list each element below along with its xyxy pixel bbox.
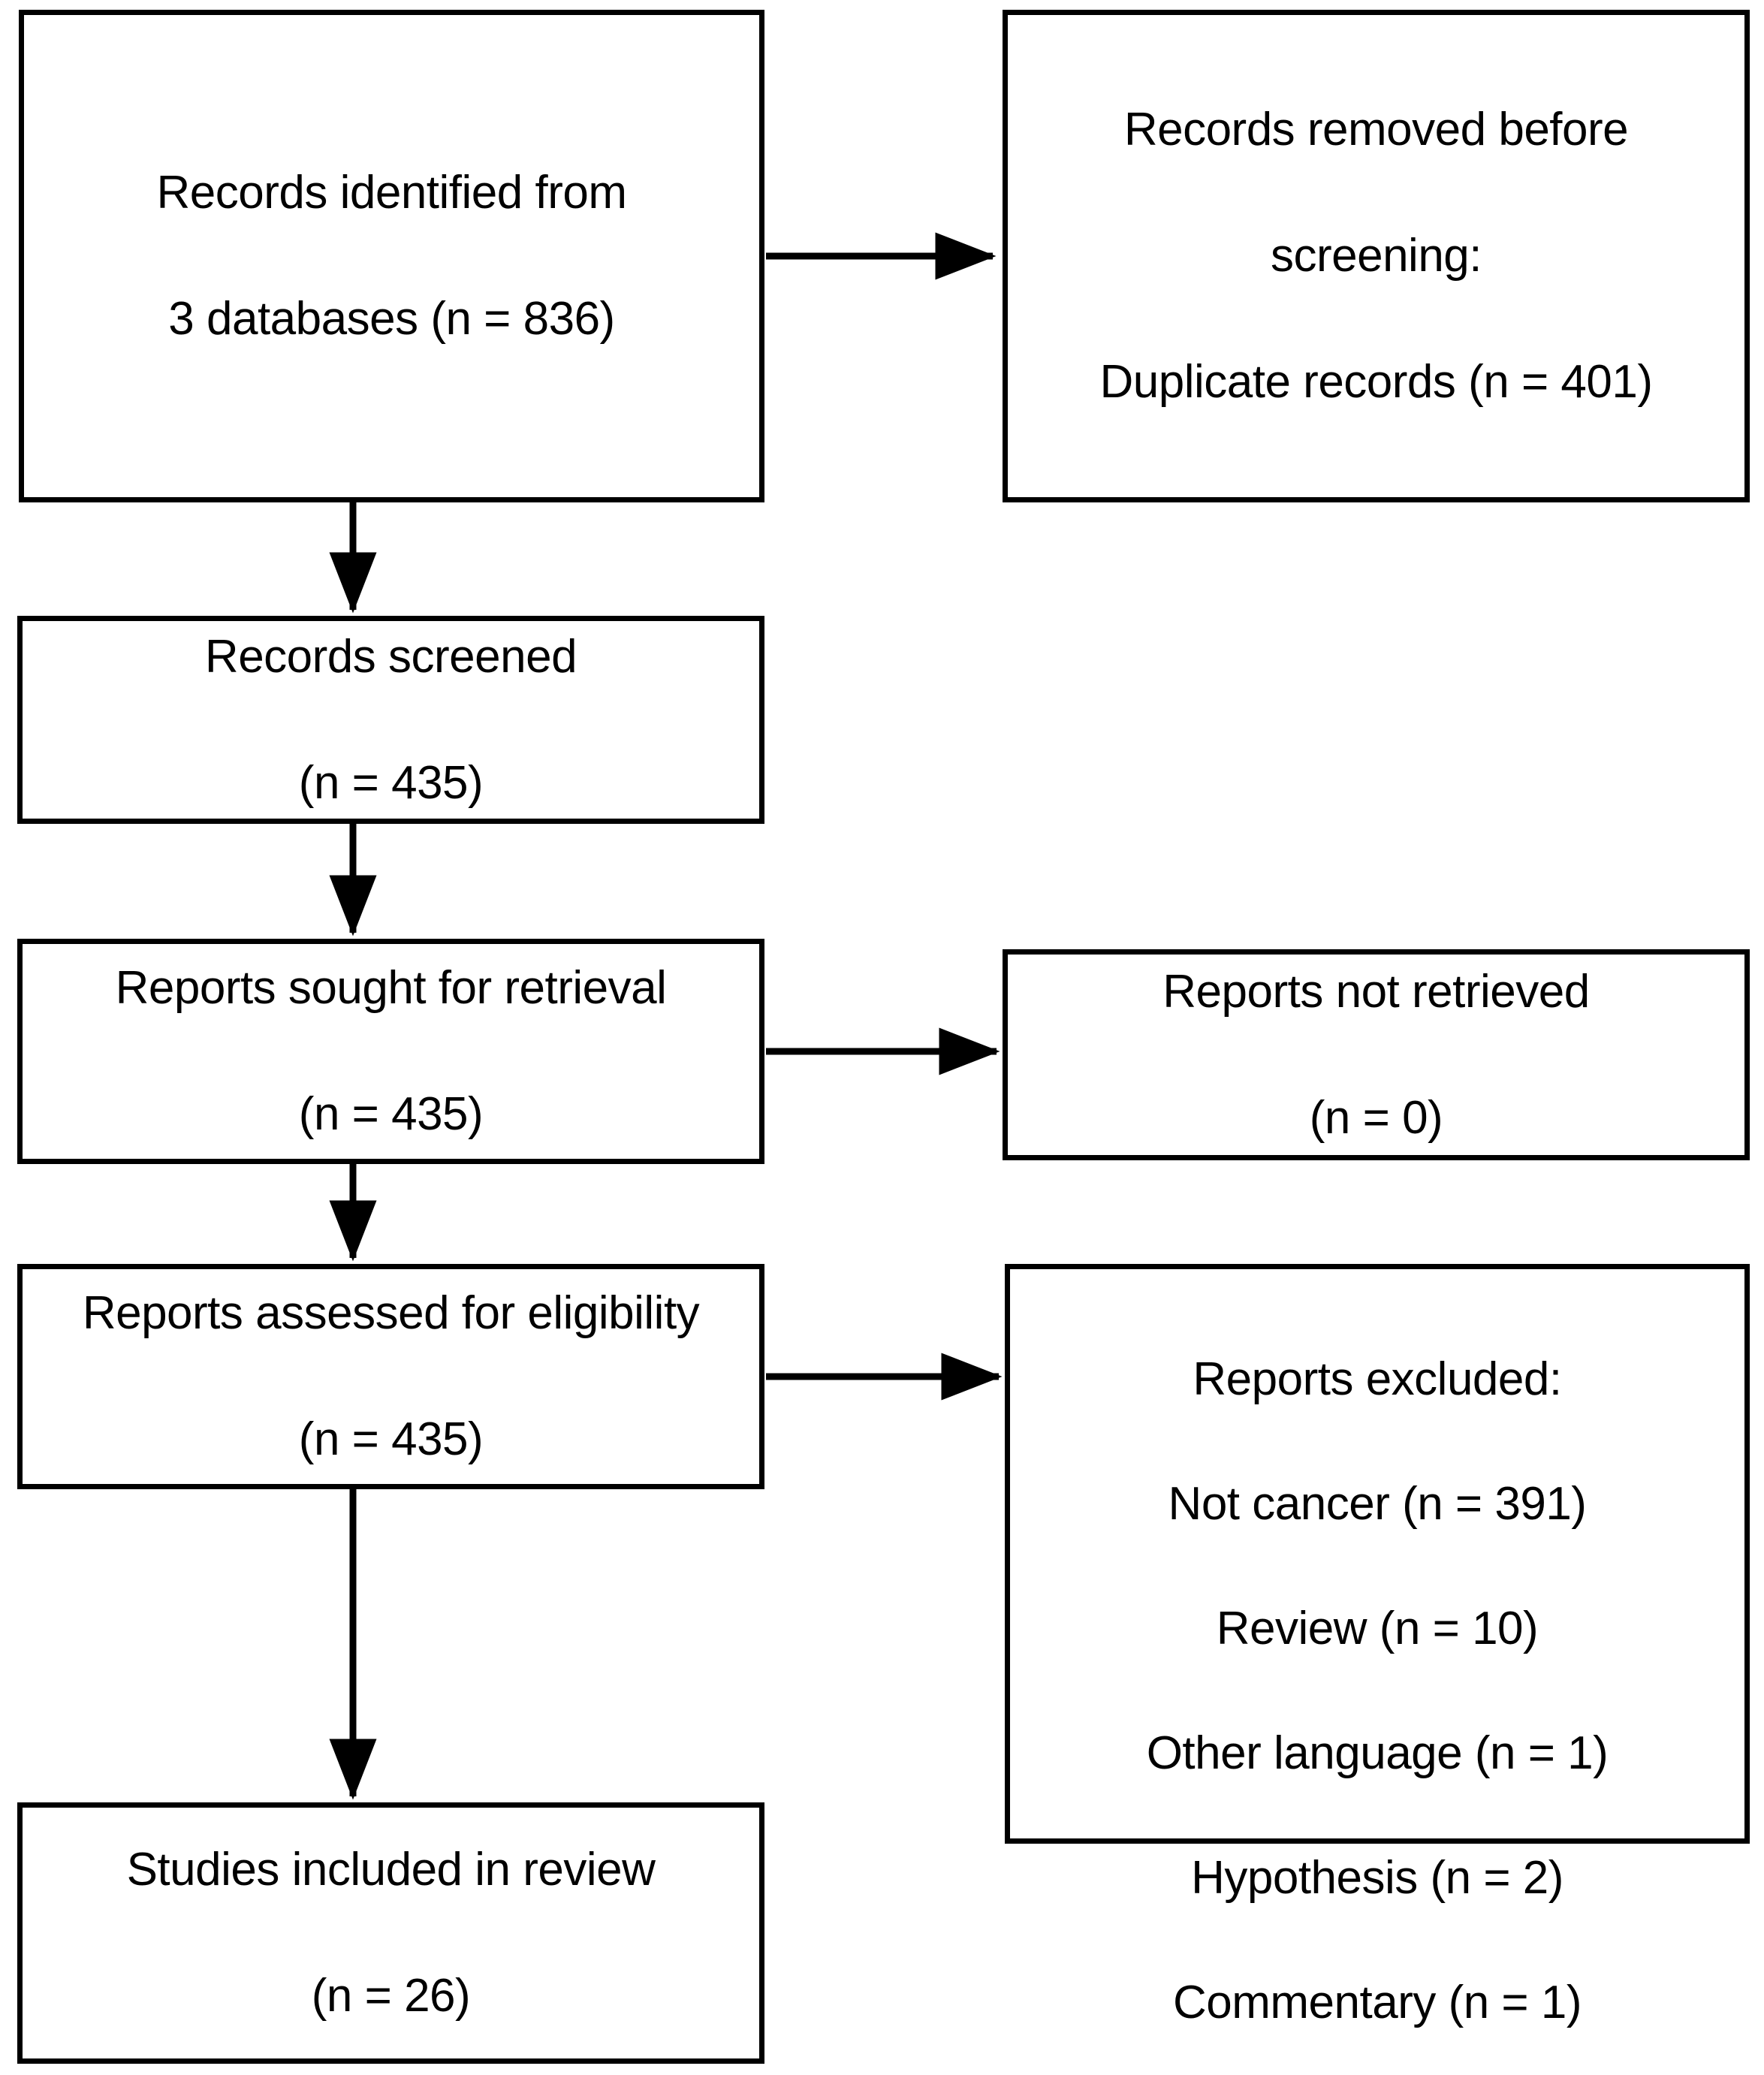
text-line: Records screened [204,630,577,683]
node-records-screened-text: Records screened (n = 435) [198,562,584,878]
text-line: (n = 435) [298,1088,484,1140]
excluded-reason-other-language: Other language (n = 1) [1146,1727,1609,1779]
node-records-removed[interactable]: Records removed before screening: Duplic… [1003,10,1750,502]
text-line: Records identified from [156,167,628,219]
node-records-screened[interactable]: Records screened (n = 435) [17,616,764,824]
node-records-identified[interactable]: Records identified from 3 databases (n =… [19,10,764,502]
text-line: (n = 0) [1309,1091,1443,1144]
text-line: (n = 26) [311,1970,471,2022]
text-line: Studies included in review [126,1844,656,1896]
node-reports-sought-text: Reports sought for retrieval (n = 435) [108,894,674,1209]
node-reports-not-retrieved[interactable]: Reports not retrieved (n = 0) [1003,949,1750,1160]
text-line: Duplicate records (n = 401) [1099,356,1653,408]
text-line: Reports sought for retrieval [115,962,667,1014]
node-reports-excluded-text: Reports excluded: Not cancer (n = 391) R… [1089,1286,1666,2075]
excluded-reason-not-cancer: Not cancer (n = 391) [1168,1478,1587,1530]
text-line: (n = 435) [298,1413,484,1465]
text-line: (n = 435) [298,756,484,809]
text-line: Reports not retrieved [1162,965,1590,1018]
text-line: 3 databases (n = 836) [168,293,615,345]
excluded-heading: Reports excluded: [1193,1353,1562,1405]
node-studies-included[interactable]: Studies included in review (n = 26) [17,1802,764,2064]
text-line: Reports assessed for eligibility [82,1287,700,1339]
node-reports-excluded[interactable]: Reports excluded: Not cancer (n = 391) R… [1005,1264,1750,2028]
node-reports-assessed-text: Reports assessed for eligibility (n = 43… [75,1219,707,1534]
excluded-reason-hypothesis: Hypothesis (n = 2) [1191,1852,1563,1904]
node-reports-assessed[interactable]: Reports assessed for eligibility (n = 43… [17,1264,764,1489]
text-line: screening: [1270,230,1482,282]
node-reports-not-retrieved-text: Reports not retrieved (n = 0) [1155,897,1597,1213]
node-reports-sought[interactable]: Reports sought for retrieval (n = 435) [17,939,764,1164]
excluded-reason-review: Review (n = 10) [1216,1603,1539,1654]
node-records-identified-text: Records identified from 3 databases (n =… [149,98,635,414]
node-studies-included-text: Studies included in review (n = 26) [119,1775,663,2075]
node-records-removed-text: Records removed before screening: Duplic… [1092,35,1660,477]
text-line: Records removed before [1123,104,1629,155]
excluded-reason-commentary: Commentary (n = 1) [1172,1977,1582,2028]
